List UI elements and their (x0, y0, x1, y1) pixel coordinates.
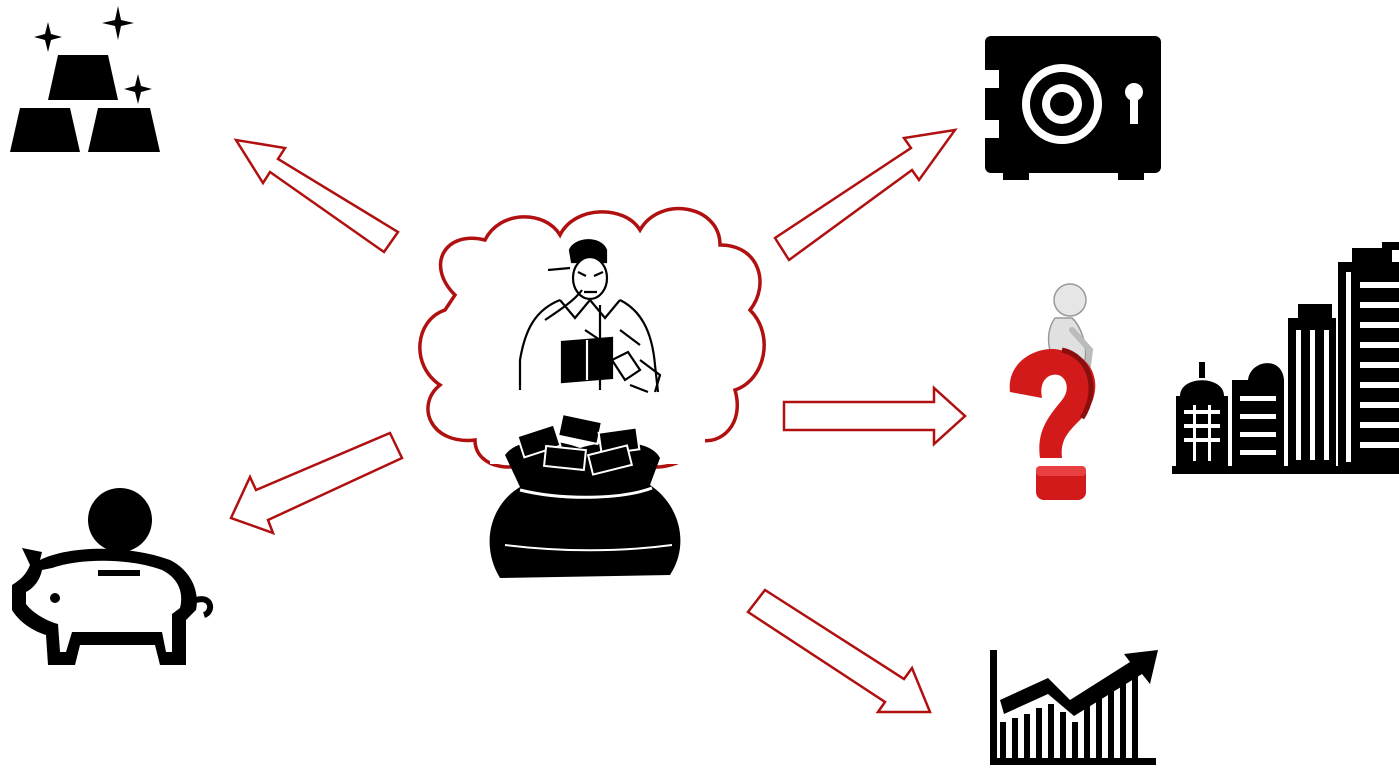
worried-man-reading-icon (518, 239, 662, 394)
question-mark-person-icon (1009, 283, 1096, 500)
arrow-to-safe-vault (773, 128, 958, 262)
safe-vault-icon (985, 36, 1161, 180)
arrow-to-piggy-bank (229, 431, 404, 536)
piggy-bank-icon (12, 488, 214, 665)
arrow-to-question-person (782, 385, 967, 447)
stock-chart-icon (990, 650, 1158, 765)
money-bag-icon (489, 404, 705, 578)
arrow-to-gold-bars (233, 138, 400, 254)
arrow-to-stock-growth (746, 588, 932, 714)
gold-bars-icon (10, 6, 160, 152)
city-buildings-icon (1172, 242, 1399, 474)
